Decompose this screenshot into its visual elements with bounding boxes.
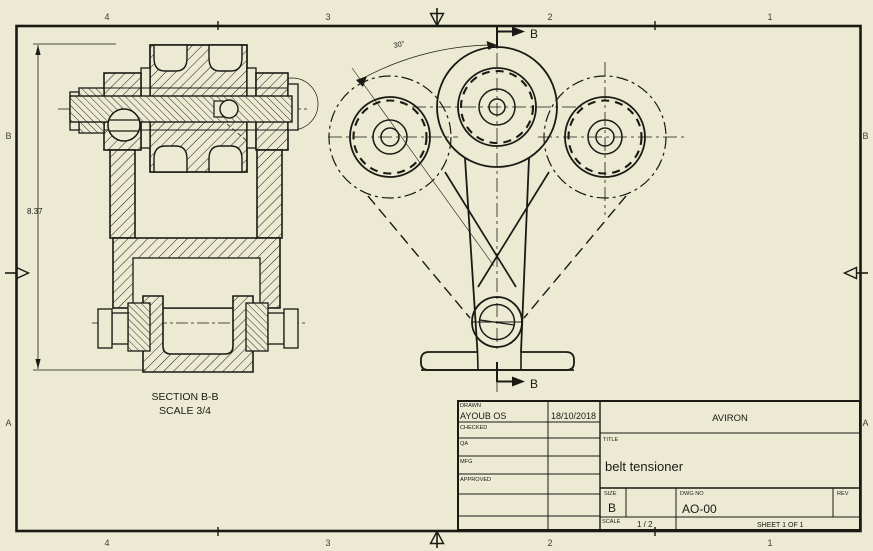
qa-label: QA xyxy=(460,441,468,447)
drawn-date: 18/10/2018 xyxy=(551,411,596,421)
center-arrow-right xyxy=(842,266,868,280)
arm-right-section xyxy=(256,149,283,239)
section-view: 8.37 SECTION B-B SCALE 3/4 xyxy=(27,43,319,417)
dimension-8-37-text: 8.37 xyxy=(27,207,43,216)
zone-right-a: A xyxy=(862,418,868,428)
scale-value: 1 / 2 xyxy=(637,520,653,529)
drawing-title: belt tensioner xyxy=(605,459,684,474)
zone-top-4: 4 xyxy=(104,12,109,22)
size-value: B xyxy=(608,501,616,515)
belt-groove-bottom-right xyxy=(208,145,243,173)
section-arrow-bottom-label: B xyxy=(530,377,538,391)
section-arrow-bottom: B xyxy=(496,362,538,391)
center-arrow-top xyxy=(429,8,445,27)
zone-bottom-3: 3 xyxy=(325,538,330,548)
base-bolt-right xyxy=(245,302,299,352)
sheet-info: SHEET 1 OF 1 xyxy=(757,522,804,529)
zone-left-b: B xyxy=(5,131,11,141)
angle-dimension: 30° xyxy=(356,39,498,87)
sheet-border xyxy=(5,8,868,548)
zone-top-3: 3 xyxy=(325,12,330,22)
center-arrow-left xyxy=(5,266,31,280)
pulley-left xyxy=(328,75,452,199)
screw-head xyxy=(107,108,141,142)
scale-label: SCALE xyxy=(602,519,621,525)
approved-label: APPROVED xyxy=(460,477,491,483)
section-arrow-top: B xyxy=(496,26,538,48)
front-view: 30° B B xyxy=(328,26,688,392)
dwg-no-label: DWG NO xyxy=(680,491,704,497)
zone-bottom-2: 2 xyxy=(547,538,552,548)
zone-labels: 4 3 2 1 4 3 2 1 B A B A xyxy=(5,12,868,548)
dwg-no-value: AO-00 xyxy=(682,502,717,516)
checked-label: CHECKED xyxy=(460,425,487,431)
dimension-8-37 xyxy=(33,43,146,371)
set-screw xyxy=(219,99,239,119)
zone-right-b: B xyxy=(862,131,868,141)
drawn-name: AYOUB OS xyxy=(460,411,506,421)
pivot xyxy=(471,296,523,348)
mfg-label: MFG xyxy=(460,459,472,465)
belt-groove-bottom-left xyxy=(153,145,188,173)
zone-bottom-1: 1 xyxy=(767,538,772,548)
channel-section xyxy=(142,295,254,373)
belt-groove-top-left xyxy=(153,44,188,72)
belt-groove-top-right xyxy=(208,44,243,72)
shaft-section xyxy=(69,95,293,123)
rev-label: REV xyxy=(837,491,849,497)
section-arrow-top-label: B xyxy=(530,27,538,41)
zone-left-a: A xyxy=(5,418,11,428)
zone-top-2: 2 xyxy=(547,12,552,22)
center-arrow-bottom xyxy=(429,530,445,548)
section-caption: SECTION B-B xyxy=(151,391,218,403)
drawn-label: DRAWN xyxy=(460,403,481,409)
size-label: SIZE xyxy=(604,491,617,497)
angle-dimension-text: 30° xyxy=(393,39,406,50)
base-bolt-left xyxy=(97,302,151,352)
zone-bottom-4: 4 xyxy=(104,538,109,548)
title-label: TITLE xyxy=(603,437,618,443)
arm-left-section xyxy=(109,149,136,239)
title-block: DRAWN AYOUB OS 18/10/2018 CHECKED QA MFG… xyxy=(457,400,861,531)
title-block-border xyxy=(457,400,861,531)
company-name: AVIRON xyxy=(712,413,748,424)
section-caption-scale: SCALE 3/4 xyxy=(159,405,211,417)
pulley-right xyxy=(543,75,667,199)
zone-top-1: 1 xyxy=(767,12,772,22)
